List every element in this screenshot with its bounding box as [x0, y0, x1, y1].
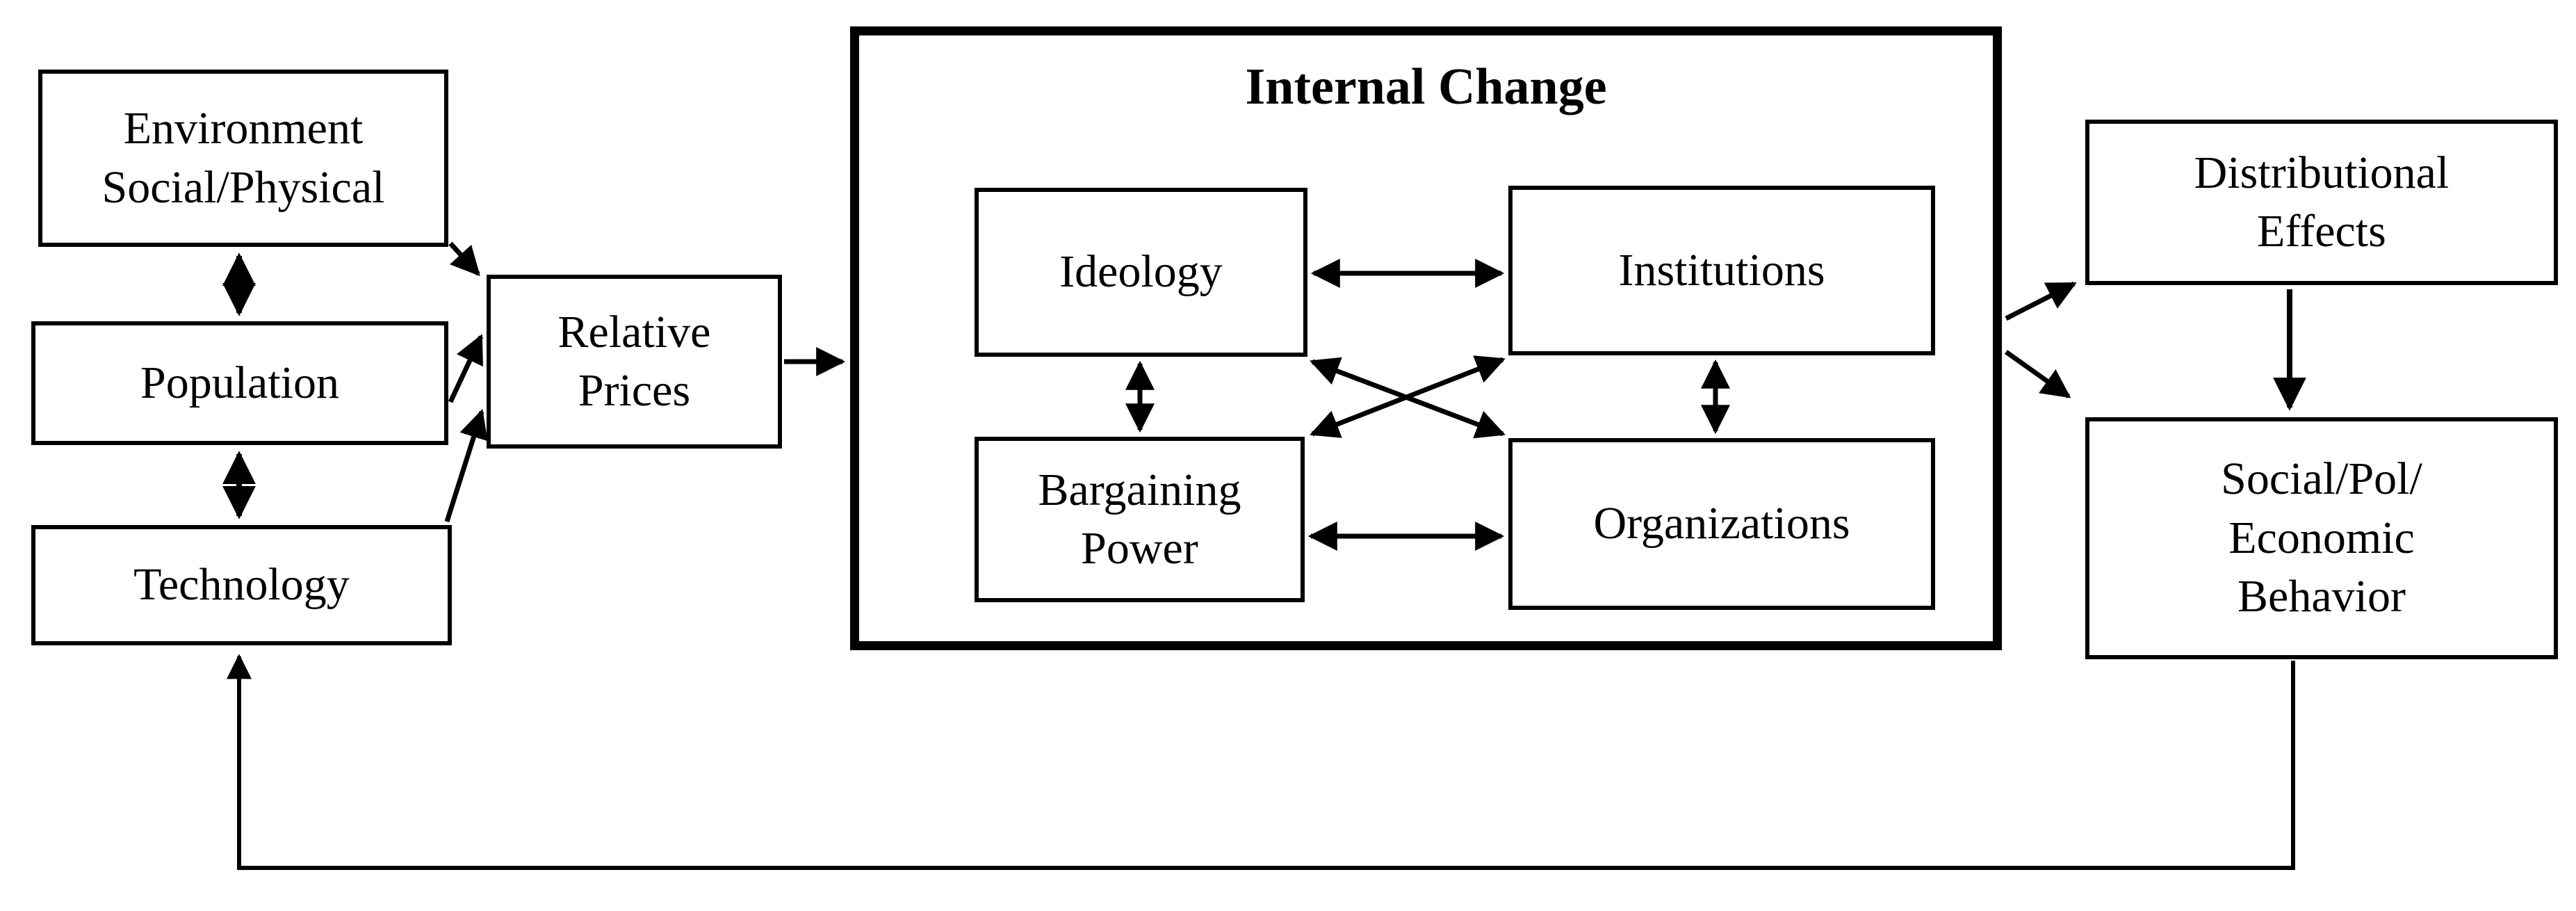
technology-label: Technology — [133, 559, 350, 611]
box-environment: Environment Social/Physical — [38, 70, 448, 247]
box-ideology: Ideology — [975, 188, 1307, 357]
arrow-bargaining-institutions-diagonal-bidirectional — [1310, 355, 1506, 438]
arrow-feedback-behavior-technology — [227, 654, 2295, 870]
ideology-label: Ideology — [1059, 246, 1223, 298]
arrow-internal-change-social-pol-behavior — [2004, 350, 2071, 398]
box-relative-prices: Relative Prices — [487, 275, 782, 449]
internal-change-title: Internal Change — [1245, 58, 1607, 115]
box-bargaining-power: Bargaining Power — [975, 437, 1305, 602]
organizations-label: Organizations — [1593, 498, 1850, 549]
population-label: Population — [140, 357, 339, 408]
arrow-internal-change-distributional-effects — [2005, 281, 2077, 321]
arrow-environment-relative-prices — [448, 241, 480, 277]
box-technology: Technology — [31, 525, 452, 645]
bargaining-power-label: Bargaining Power — [1038, 464, 1241, 574]
box-distributional-effects: Distributional Effects — [2085, 120, 2558, 285]
box-institutions: Institutions — [1508, 186, 1935, 355]
distributional-effects-label: Distributional Effects — [2194, 147, 2449, 257]
box-population: Population — [31, 321, 448, 445]
environment-label: Environment Social/Physical — [101, 103, 385, 213]
arrow-population-relative-prices — [448, 334, 484, 403]
box-social-pol-economic-behavior: Social/Pol/ Economic Behavior — [2085, 417, 2558, 659]
institutions-label: Institutions — [1618, 244, 1825, 296]
box-organizations: Organizations — [1508, 438, 1935, 610]
social-pol-economic-behavior-label: Social/Pol/ Economic Behavior — [2221, 453, 2422, 622]
relative-prices-label: Relative Prices — [557, 306, 711, 416]
arrow-technology-relative-prices — [444, 408, 488, 523]
